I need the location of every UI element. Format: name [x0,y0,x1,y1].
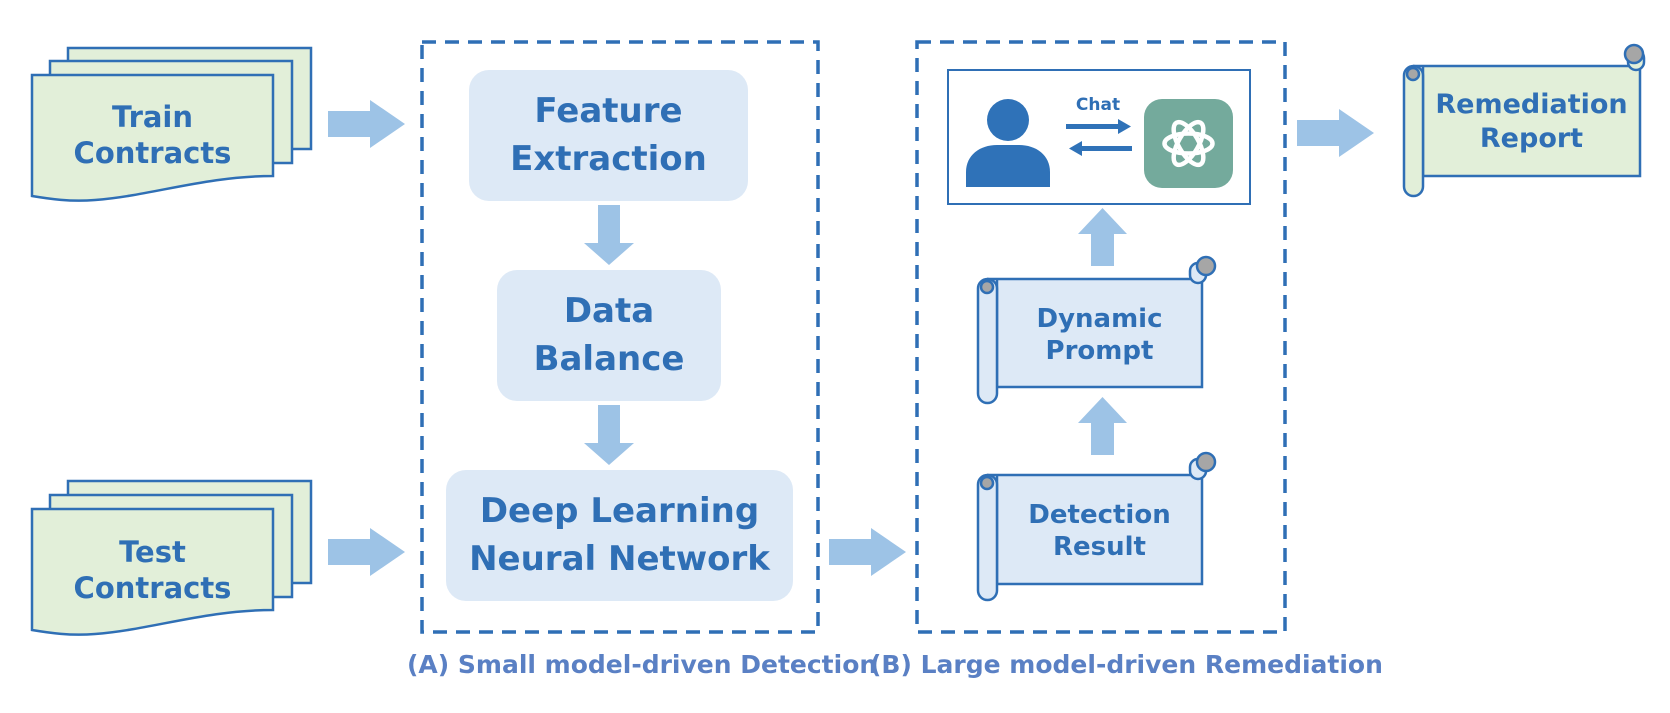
arrow-b-to-report [1297,109,1374,157]
chat-arrows-icon [1066,119,1132,156]
train-contracts-label: Train Contracts [73,99,232,170]
arrow-test-to-a [328,528,405,576]
arrow-a-to-b [829,528,906,576]
stage-b-container [915,40,1287,634]
data-balance-box: Data Balance [497,270,721,401]
arrow-prompt-to-chat [1078,208,1127,266]
chatgpt-logo-icon [1144,99,1233,188]
remediation-report-label: Remediation Report [1435,89,1628,154]
detection-result-scroll [976,451,1217,602]
arrow-balance-to-dlnn [584,405,634,465]
dynamic-prompt-label: Dynamic Prompt [1036,303,1163,367]
arrow-result-to-prompt [1078,397,1127,455]
test-contracts-stack [30,479,313,636]
arrow-train-to-a [328,100,405,148]
arrow-feature-to-balance [584,205,634,265]
chat-label: Chat [1075,95,1121,115]
remediation-report-scroll [1402,43,1646,198]
feature-extraction-box: Feature Extraction [469,70,748,201]
deep-learning-box: Deep Learning Neural Network [446,470,793,601]
stage-a-container [420,40,820,634]
train-contracts-stack [30,46,313,202]
user-icon [966,99,1050,187]
test-contracts-label: Test Contracts [73,534,232,605]
stage-b-caption: (B) Large model-driven Remediation [870,650,1383,679]
detection-result-label: Detection Result [1028,499,1171,563]
dynamic-prompt-scroll [976,255,1217,405]
stage-a-caption: (A) Small model-driven Detection [407,650,878,679]
